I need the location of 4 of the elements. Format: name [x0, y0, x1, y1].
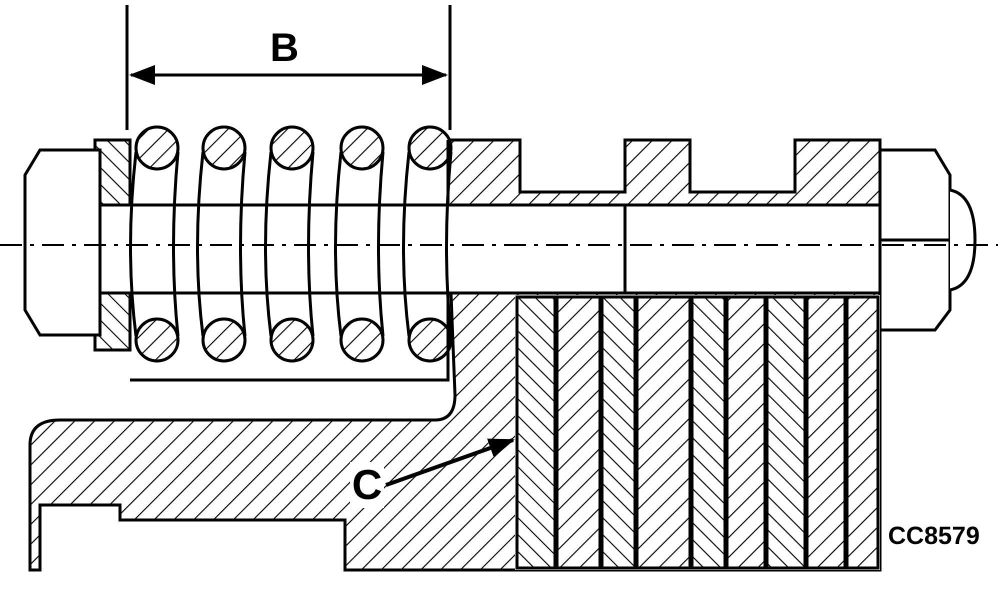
clutch-plates-drawing — [515, 295, 880, 570]
callout-letter: C — [350, 462, 384, 508]
dimension-label: B — [270, 28, 299, 68]
figure-code: CC8579 — [888, 524, 980, 549]
